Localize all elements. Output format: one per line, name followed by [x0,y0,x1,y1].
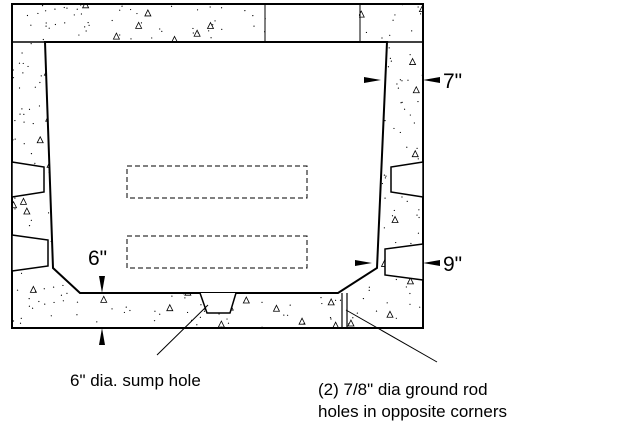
concrete-walls [11,3,424,329]
dim-arrow-top-inner [364,77,381,83]
cable-rack-lower [126,235,308,269]
dim-floor: 6" [88,247,107,270]
leader-sump [156,304,209,356]
note-sump-hole: 6" dia. sump hole [70,371,201,390]
leader-ground-rod [345,309,438,363]
dim-bottom-wall: 9" [443,253,462,276]
note-ground-rod-line1: (2) 7/8" dia ground rod [318,380,488,399]
dim-arrow-floor-bottom [99,328,105,345]
dim-arrow-bottom-outer [423,260,440,266]
cable-rack-upper [126,165,308,199]
note-ground-rod-line2: holes in opposite corners [318,402,507,421]
lid-opening [266,5,359,41]
dim-arrow-floor-top [99,276,105,293]
knockout-left-upper [11,161,45,198]
sump-hole [199,292,237,314]
knockout-right-lower [384,243,424,281]
dim-arrow-bottom-inner [355,260,372,266]
knockout-left-lower [11,234,49,272]
dim-top-wall: 7" [443,70,462,93]
knockout-right-upper [390,161,424,198]
dim-arrow-top-outer [423,77,440,83]
